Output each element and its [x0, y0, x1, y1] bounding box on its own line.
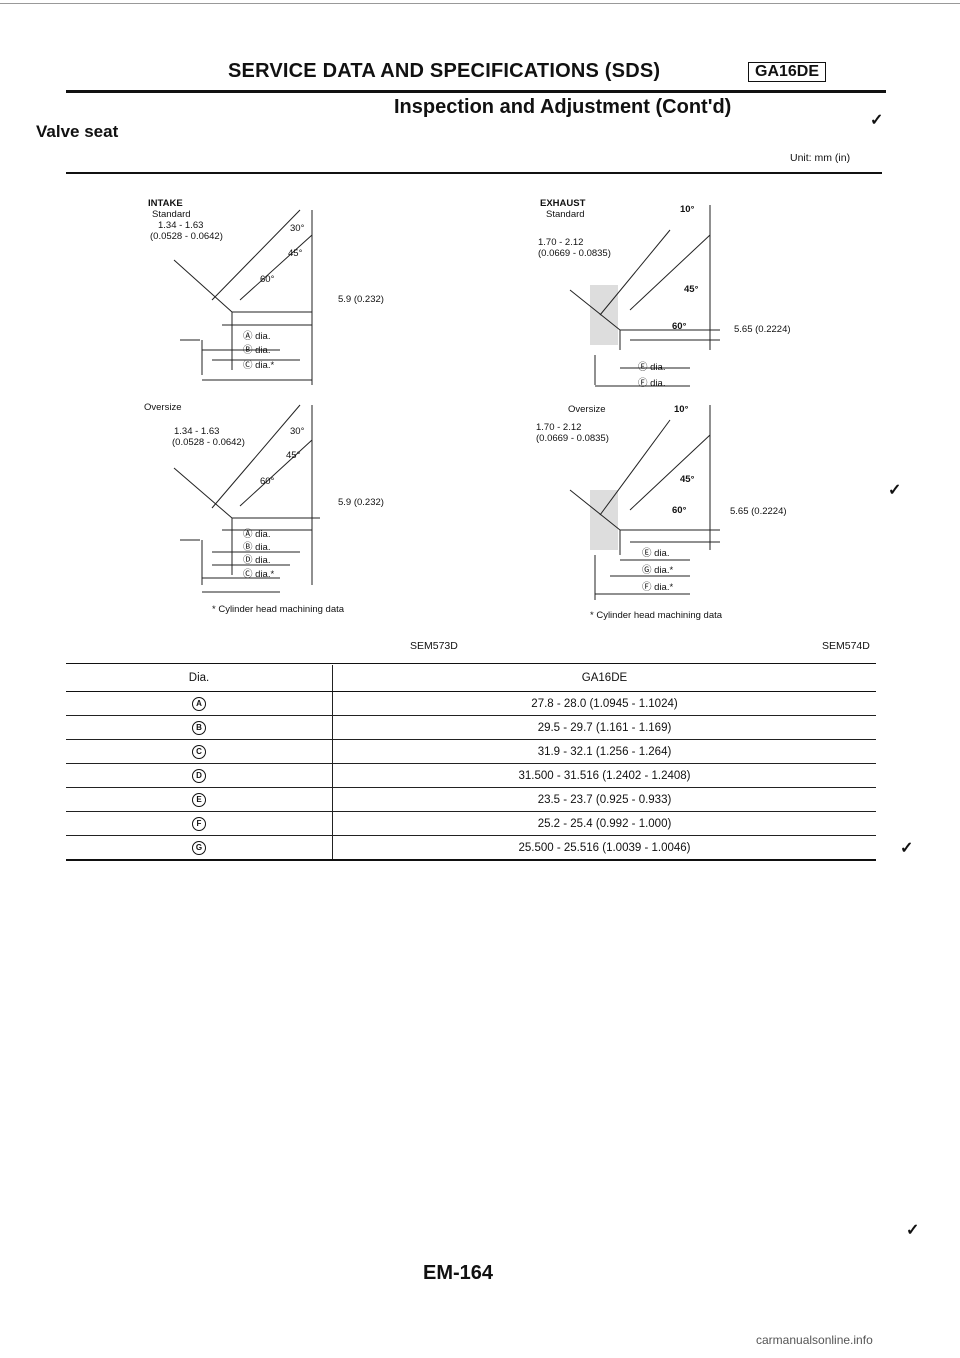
intake-std-depth: 5.9 (0.232): [338, 294, 384, 305]
row-key: G: [66, 835, 333, 861]
intake-std-angle-45: 45°: [288, 248, 303, 259]
intake-label: INTAKE: [148, 198, 183, 209]
exhaust-over-dia-e: Ⓔ dia.: [642, 548, 670, 559]
dia-symbol: D: [192, 768, 206, 783]
exhaust-std-dia-f: Ⓕ dia.: [638, 378, 666, 389]
row-value: 31.500 - 31.516 (1.2402 - 1.2408): [332, 763, 876, 788]
intake-over-dia-c: Ⓒ dia.*: [243, 569, 275, 580]
exhaust-std-width-in: (0.0669 - 0.0835): [538, 248, 611, 259]
exhaust-std-depth: 5.65 (0.2224): [734, 324, 791, 335]
check-mark-icon: ✓: [906, 1222, 920, 1239]
intake-machining-note: * Cylinder head machining data: [212, 604, 345, 615]
top-rule: [0, 3, 960, 4]
exhaust-std-angle-60: 60°: [672, 321, 687, 332]
row-value: 25.500 - 25.516 (1.0039 - 1.0046): [332, 835, 876, 861]
exhaust-label: EXHAUST: [540, 198, 586, 209]
intake-std-width: 1.34 - 1.63: [158, 220, 204, 231]
row-key: E: [66, 787, 333, 812]
dia-symbol: C: [192, 744, 206, 759]
intake-std-angle-60: 60°: [260, 274, 275, 285]
intake-over-width: 1.34 - 1.63: [174, 426, 220, 437]
row-value: 31.9 - 32.1 (1.256 - 1.264): [332, 739, 876, 764]
intake-std-width-in: (0.0528 - 0.0642): [150, 231, 223, 242]
intake-std-dia-a: Ⓐ dia.: [243, 331, 271, 342]
intake-figure-code: SEM573D: [410, 640, 458, 652]
table-row: B 29.5 - 29.7 (1.161 - 1.169): [66, 715, 876, 740]
intake-over-width-in: (0.0528 - 0.0642): [172, 437, 245, 448]
exhaust-standard-label: Standard: [546, 209, 585, 220]
intake-over-dia-d: Ⓓ dia.: [243, 555, 271, 566]
intake-diagram: INTAKE Standard 1.34 - 1.63 (0.0528 - 0.…: [140, 190, 440, 620]
engine-badge: GA16DE: [748, 62, 827, 82]
intake-over-angle-30: 30°: [290, 426, 305, 437]
intake-drawing: [173, 209, 320, 593]
exhaust-std-angle-45: 45°: [684, 284, 699, 295]
exhaust-diagram: EXHAUST Standard 10° 1.70 - 2.12 (0.0669…: [520, 190, 840, 621]
table-row: D 31.500 - 31.516 (1.2402 - 1.2408): [66, 763, 876, 788]
valve-seat-table: Dia. GA16DE A 27.8 - 28.0 (1.0945 - 1.10…: [66, 665, 876, 861]
table-row: A 27.8 - 28.0 (1.0945 - 1.1024): [66, 691, 876, 716]
row-key: D: [66, 763, 333, 788]
table-row: E 23.5 - 23.7 (0.925 - 0.933): [66, 787, 876, 812]
exhaust-over-angle-45: 45°: [680, 474, 695, 485]
exhaust-std-dia-e: Ⓔ dia.: [638, 362, 666, 373]
intake-over-angle-45: 45°: [286, 450, 301, 461]
exhaust-oversize-label: Oversize: [568, 404, 606, 415]
page-number: EM-164: [423, 1262, 494, 1284]
page-subtitle: Inspection and Adjustment (Cont'd): [394, 96, 732, 118]
row-key: B: [66, 715, 333, 740]
dia-symbol: G: [192, 840, 206, 855]
unit-label: Unit: mm (in): [790, 152, 851, 164]
row-key: F: [66, 811, 333, 836]
check-mark-icon: ✓: [870, 112, 884, 129]
row-value: 23.5 - 23.7 (0.925 - 0.933): [332, 787, 876, 812]
dia-symbol: B: [192, 720, 206, 735]
row-value: 27.8 - 28.0 (1.0945 - 1.1024): [332, 691, 876, 716]
intake-over-angle-60: 60°: [260, 476, 275, 487]
exhaust-machining-note: * Cylinder head machining data: [590, 610, 723, 621]
intake-standard-label: Standard: [152, 209, 191, 220]
watermark: carmanualsonline.info: [756, 1333, 873, 1347]
section-title: Valve seat: [36, 122, 119, 141]
exhaust-over-width: 1.70 - 2.12: [536, 422, 582, 433]
intake-over-dia-a: Ⓐ dia.: [243, 529, 271, 540]
table-row: G 25.500 - 25.516 (1.0039 - 1.0046): [66, 835, 876, 861]
exhaust-over-depth: 5.65 (0.2224): [730, 506, 787, 517]
exhaust-figure-code: SEM574D: [822, 640, 870, 652]
intake-oversize-label: Oversize: [144, 402, 182, 413]
row-key: C: [66, 739, 333, 764]
intake-over-depth: 5.9 (0.232): [338, 497, 384, 508]
exhaust-over-dia-g: Ⓖ dia.*: [642, 565, 674, 576]
header-ga16de: GA16DE: [332, 665, 876, 692]
exhaust-over-angle-10: 10°: [674, 404, 689, 415]
intake-std-dia-c: Ⓒ dia.*: [243, 360, 275, 371]
row-value: 25.2 - 25.4 (0.992 - 1.000): [332, 811, 876, 836]
check-mark-icon: ✓: [900, 840, 914, 857]
table-header-row: Dia. GA16DE: [66, 665, 876, 692]
exhaust-std-width: 1.70 - 2.12: [538, 237, 584, 248]
row-key: A: [66, 691, 333, 716]
table-row: F 25.2 - 25.4 (0.992 - 1.000): [66, 811, 876, 836]
check-mark-icon: ✓: [888, 482, 902, 499]
intake-std-dia-b: Ⓑ dia.: [243, 345, 271, 356]
header-dia: Dia.: [66, 665, 333, 692]
table-row: C 31.9 - 32.1 (1.256 - 1.264): [66, 739, 876, 764]
dia-symbol: E: [192, 792, 206, 807]
exhaust-over-angle-60: 60°: [672, 505, 687, 516]
section-rule: [66, 172, 882, 174]
dia-symbol: F: [192, 816, 206, 831]
intake-over-dia-b: Ⓑ dia.: [243, 542, 271, 553]
header-rule: [66, 90, 886, 93]
table-top-rule: [66, 663, 876, 664]
page-header-title: SERVICE DATA AND SPECIFICATIONS (SDS): [228, 60, 661, 82]
exhaust-over-dia-f: Ⓕ dia.*: [642, 582, 674, 593]
exhaust-drawing: [569, 205, 720, 600]
intake-std-angle-30: 30°: [290, 223, 305, 234]
exhaust-over-width-in: (0.0669 - 0.0835): [536, 433, 609, 444]
exhaust-std-angle-10: 10°: [680, 204, 695, 215]
dia-symbol: A: [192, 696, 206, 711]
row-value: 29.5 - 29.7 (1.161 - 1.169): [332, 715, 876, 740]
